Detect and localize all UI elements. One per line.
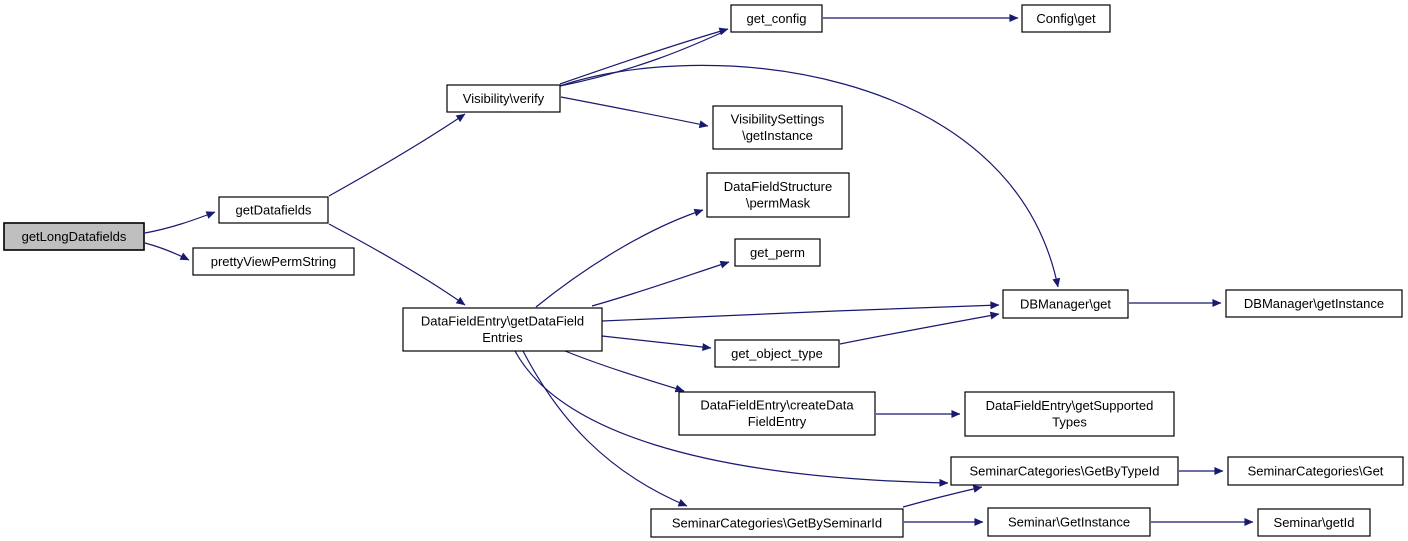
edge-visibility-verify-to-dbmanager-get	[559, 64, 1061, 288]
node-seminarcategories-getbytypeid[interactable]: SeminarCategories\GetByTypeId	[950, 456, 1179, 486]
node-label-visibilitysettings-getinstance-line1: \getInstance	[742, 128, 813, 143]
node-label-seminar-getinstance-line0: Seminar\GetInstance	[1008, 515, 1130, 530]
node-label-datafieldentry-getsupportedtypes-line1: Types	[1052, 415, 1087, 430]
node-label-get-perm-line0: get_perm	[750, 245, 805, 260]
node-get-object-type[interactable]: get_object_type	[714, 339, 840, 368]
node-box-get-perm[interactable]	[734, 238, 821, 267]
node-getLongDatafields[interactable]: getLongDatafields	[3, 222, 145, 251]
node-box-getDatafields[interactable]	[218, 196, 329, 224]
node-box-prettyViewPermString[interactable]	[192, 247, 355, 276]
edge-datafieldentry-getdatafieldentries-to-seminarcategories-getbyseminarid	[522, 350, 688, 507]
node-label-prettyViewPermString-line0: prettyViewPermString	[211, 254, 336, 269]
edge-datafieldentry-getdatafieldentries-to-datafieldstructure-permmask	[535, 208, 704, 308]
node-label-config-get-line0: Config\get	[1036, 11, 1096, 26]
edge-getDatafields-to-visibility-verify	[328, 113, 466, 197]
node-seminarcategories-getbyseminarid[interactable]: SeminarCategories\GetBySeminarId	[650, 508, 904, 538]
node-config-get[interactable]: Config\get	[1021, 4, 1111, 33]
node-box-datafieldstructure-permmask[interactable]	[706, 172, 850, 218]
node-label-get-object-type-line0: get_object_type	[731, 346, 823, 361]
node-visibilitysettings-getinstance[interactable]: VisibilitySettings\getInstance	[712, 105, 843, 150]
node-visibility-verify[interactable]: Visibility\verify	[446, 84, 561, 113]
node-box-seminarcategories-getbyseminarid[interactable]	[650, 508, 904, 538]
node-label-dbmanager-getinstance-line0: DBManager\getInstance	[1244, 296, 1384, 311]
node-box-datafieldentry-getdatafieldentries[interactable]	[402, 307, 603, 352]
edge-getLongDatafields-to-getDatafields	[144, 211, 216, 234]
edge-getLongDatafields-to-prettyViewPermString	[144, 242, 190, 261]
node-box-seminar-getid[interactable]	[1257, 508, 1371, 537]
node-box-config-get[interactable]	[1021, 4, 1111, 33]
node-label-seminar-getid-line0: Seminar\getId	[1274, 515, 1355, 530]
edge-datafieldentry-getdatafieldentries-to-seminarcategories-getbytypeid	[514, 350, 949, 487]
node-seminar-getinstance[interactable]: Seminar\GetInstance	[987, 507, 1151, 537]
node-label-getLongDatafields-line0: getLongDatafields	[22, 229, 127, 244]
node-get-config[interactable]: get_config	[730, 4, 823, 33]
edge-datafieldentry-getdatafieldentries-to-get-object-type	[601, 335, 712, 351]
node-box-datafieldentry-createdatafieldentry[interactable]	[678, 391, 876, 436]
node-get-perm[interactable]: get_perm	[734, 238, 821, 267]
node-box-dbmanager-getinstance[interactable]	[1225, 289, 1403, 318]
node-box-seminarcategories-get[interactable]	[1227, 456, 1404, 486]
edge-visibility-verify-to-get-config	[559, 27, 729, 85]
node-box-datafieldentry-getsupportedtypes[interactable]	[964, 391, 1175, 437]
node-label-datafieldstructure-permmask-line1: \permMask	[746, 196, 811, 211]
node-getDatafields[interactable]: getDatafields	[218, 196, 329, 224]
edge-seminarcategories-getbyseminarid-to-seminarcategories-getbytypeid	[902, 485, 983, 508]
edge-visibility-verify-to-visibilitysettings-getinstance	[560, 96, 709, 129]
node-prettyViewPermString[interactable]: prettyViewPermString	[192, 247, 355, 276]
node-label-dbmanager-get-line0: DBManager\get	[1020, 297, 1111, 312]
node-label-datafieldentry-createdatafieldentry-line1: FieldEntry	[748, 414, 807, 429]
node-label-datafieldentry-getsupportedtypes-line0: DataFieldEntry\getSupported	[986, 398, 1154, 413]
node-seminarcategories-get[interactable]: SeminarCategories\Get	[1227, 456, 1404, 486]
node-label-datafieldentry-getdatafieldentries-line1: Entries	[482, 330, 523, 345]
edge-getDatafields-to-datafieldentry-getdatafieldentries	[328, 223, 466, 306]
node-label-visibilitysettings-getinstance-line0: VisibilitySettings	[731, 112, 825, 127]
node-label-seminarcategories-getbytypeid-line0: SeminarCategories\GetByTypeId	[969, 464, 1159, 479]
edge-visibility-verify-to-get-config-alt	[559, 31, 724, 87]
edge-datafieldentry-getdatafieldentries-to-datafieldentry-createdatafieldentry	[564, 350, 685, 393]
node-dbmanager-getinstance[interactable]: DBManager\getInstance	[1225, 289, 1403, 318]
node-box-dbmanager-get[interactable]	[1002, 289, 1129, 319]
node-label-visibility-verify-line0: Visibility\verify	[463, 91, 545, 106]
node-label-datafieldstructure-permmask-line0: DataFieldStructure	[724, 179, 832, 194]
node-label-seminarcategories-getbyseminarid-line0: SeminarCategories\GetBySeminarId	[672, 516, 882, 531]
node-box-getLongDatafields[interactable]	[3, 222, 145, 251]
node-label-get-config-line0: get_config	[747, 11, 807, 26]
node-label-seminarcategories-get-line0: SeminarCategories\Get	[1248, 464, 1384, 479]
node-dbmanager-get[interactable]: DBManager\get	[1002, 289, 1129, 319]
node-seminar-getid[interactable]: Seminar\getId	[1257, 508, 1371, 537]
node-box-visibilitysettings-getinstance[interactable]	[712, 105, 843, 150]
node-box-seminar-getinstance[interactable]	[987, 507, 1151, 537]
node-label-datafieldentry-getdatafieldentries-line0: DataFieldEntry\getDataField	[421, 314, 584, 329]
node-box-get-config[interactable]	[730, 4, 823, 33]
edge-datafieldentry-getdatafieldentries-to-dbmanager-get	[601, 301, 1000, 322]
edge-datafieldentry-getdatafieldentries-to-get-perm	[591, 260, 730, 307]
node-datafieldstructure-permmask[interactable]: DataFieldStructure \permMask	[706, 172, 850, 218]
node-label-datafieldentry-createdatafieldentry-line0: DataFieldEntry\createData	[700, 398, 854, 413]
node-box-get-object-type[interactable]	[714, 339, 840, 368]
node-label-getDatafields-line0: getDatafields	[236, 203, 312, 218]
node-box-seminarcategories-getbytypeid[interactable]	[950, 456, 1179, 486]
edge-get-object-type-to-dbmanager-get	[839, 311, 1000, 345]
node-box-visibility-verify[interactable]	[446, 84, 561, 113]
